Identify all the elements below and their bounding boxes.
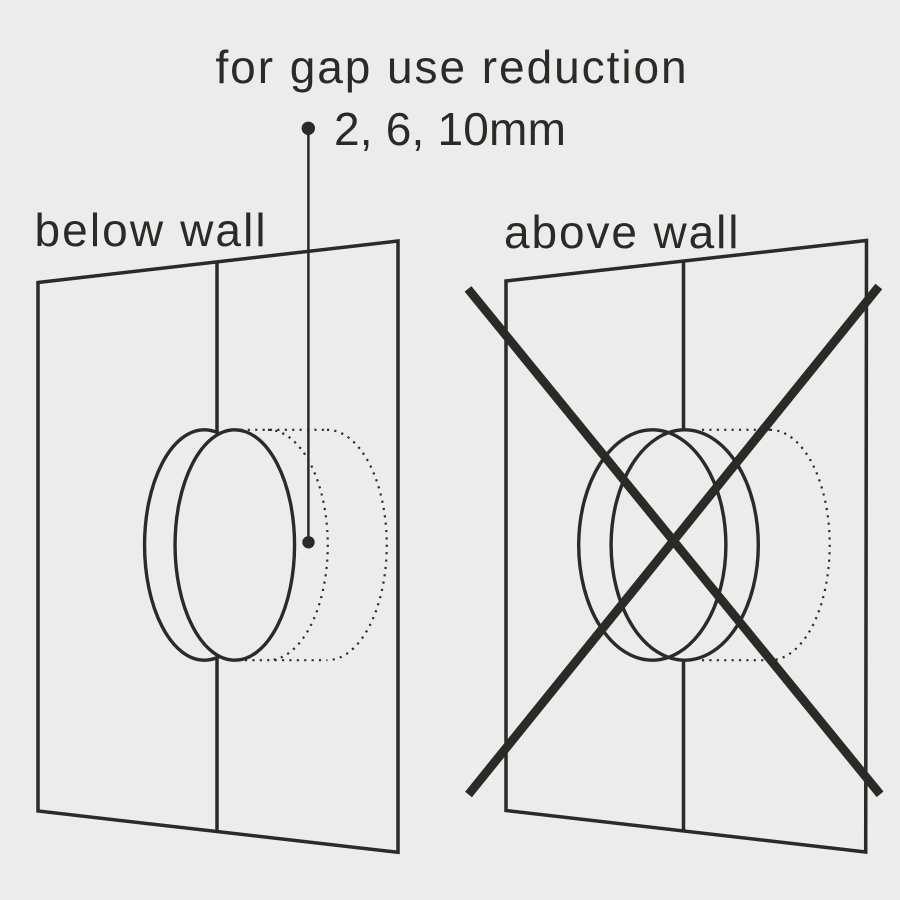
svg-text:above wall: above wall [504,206,740,258]
svg-text:below wall: below wall [35,204,268,256]
svg-text:2, 6, 10mm: 2, 6, 10mm [334,103,566,155]
svg-text:for gap use reduction: for gap use reduction [215,41,688,93]
